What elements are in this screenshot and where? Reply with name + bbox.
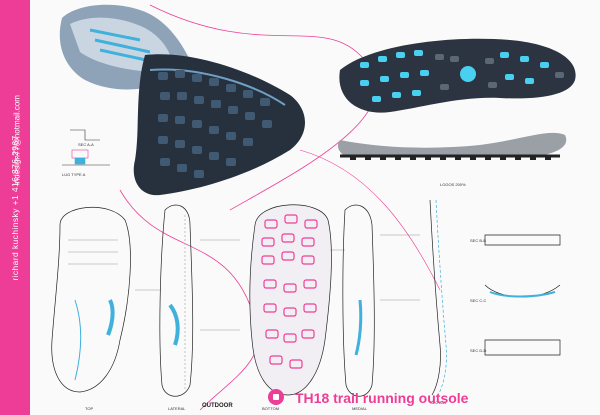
lug-detail [62,129,110,166]
shoe-render [59,4,305,196]
top-view [51,207,131,393]
sidebar-strip: richard kuchinsky +1 416.876.2967 [0,0,30,415]
label-sec-b: SEC B-B [470,238,487,243]
medial-view [342,204,375,397]
leader-lines [135,234,420,331]
sheet-title: TH18 trail running outsole [295,390,469,406]
outsole-render [339,38,576,113]
label-sec-aa: SEC A-A [430,400,446,405]
brand-logo: OUTDOOR [202,403,233,409]
label-sec-a: SEC A-A [78,142,94,147]
lateral-view [159,204,194,397]
label-lateral: LATERAL [168,406,186,411]
pink-curve-3 [299,149,441,291]
bottom-view [249,204,332,396]
section-aa [429,199,447,396]
shoe-lugs [158,70,272,178]
outsole-side-render [337,132,567,160]
label-sec-d: SEC D-D [470,348,487,353]
label-top: TOP [85,406,94,411]
label-logos: LOGOS 200% [440,182,466,187]
section-bcd [484,234,561,356]
label-lug-type: LUG TYPE A [62,172,86,177]
title-badge-icon [268,389,284,405]
label-medial: MEDIAL [352,406,367,411]
pink-curve-1 [149,4,377,211]
pink-curve-2 [119,189,259,411]
label-sec-c: SEC C-C [470,298,487,303]
label-bottom: BOTTOM [262,406,280,411]
